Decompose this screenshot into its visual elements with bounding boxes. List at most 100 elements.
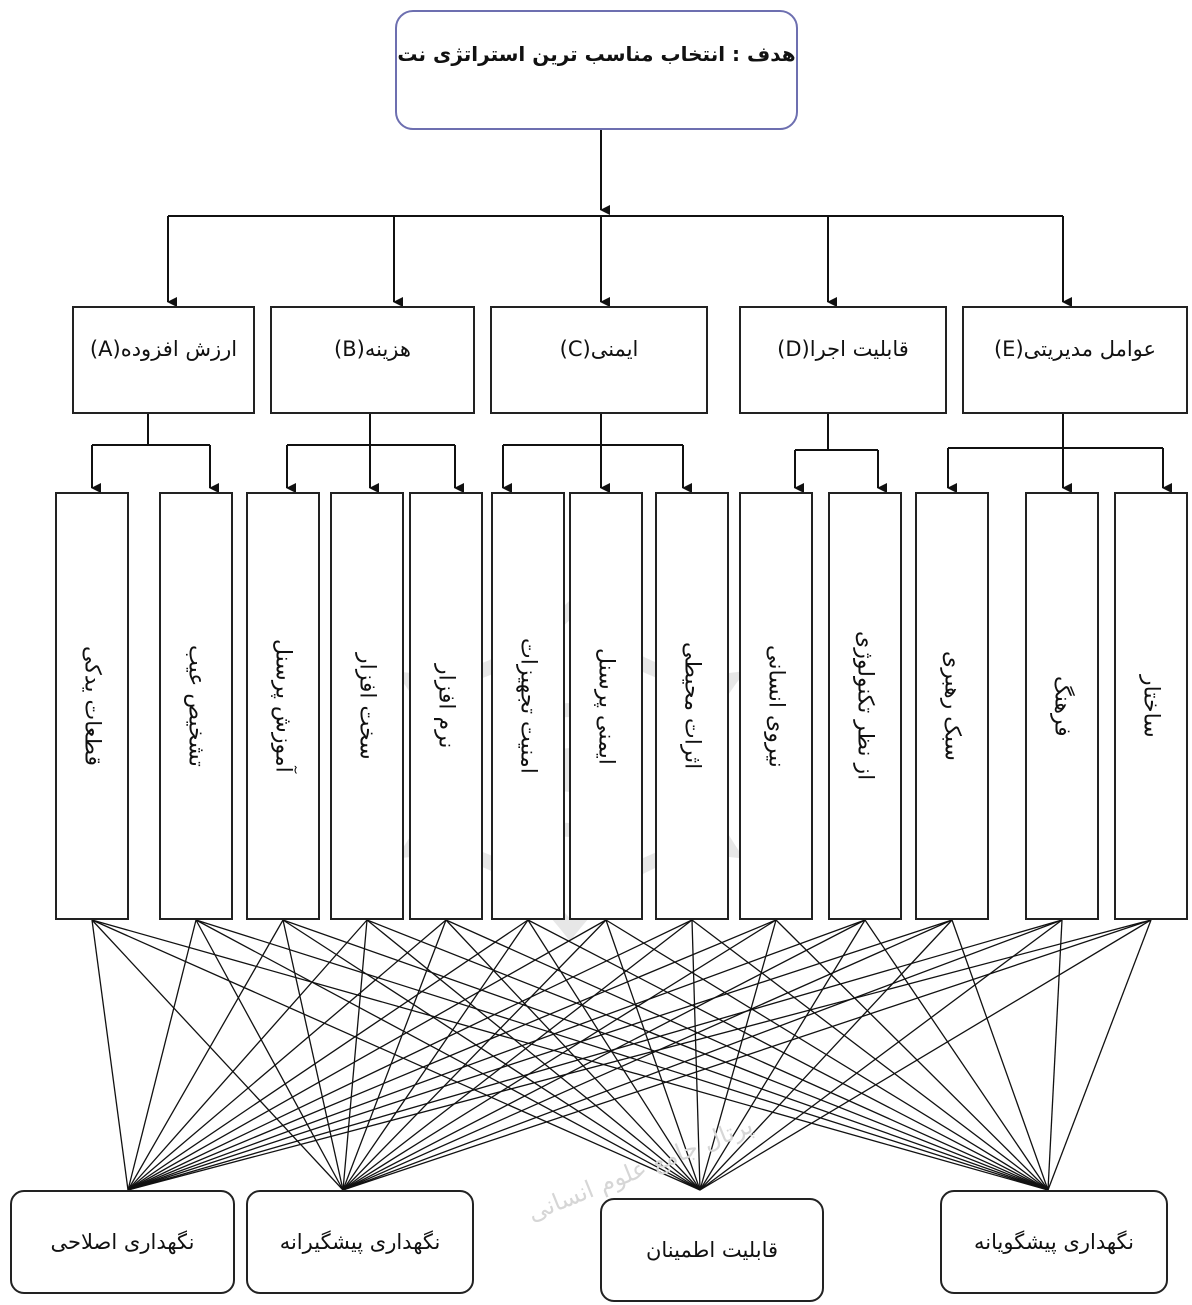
alternative-connectors <box>91 919 1152 1191</box>
subcriterion-technology: از نظر تکنولوژی <box>828 492 902 920</box>
subcriterion-structure: ساختار <box>1114 492 1188 920</box>
subcriterion-label: سبک رهبری <box>939 651 965 761</box>
mesh-line-7-3 <box>691 919 1049 1191</box>
mesh-line-11-3 <box>1047 919 1063 1191</box>
mesh-line-8-2 <box>699 919 777 1191</box>
mesh-line-6-2 <box>605 919 701 1191</box>
alternative-preventive-maintenance: نگهداری پیشگیرانه <box>246 1190 474 1294</box>
alternative-label: قابلیت اطمینان <box>645 1238 779 1262</box>
mesh-line-5-0 <box>127 919 529 1191</box>
subcriterion-label: فرهنگ <box>1049 675 1075 737</box>
subcriterion-hardware: سخت افزار <box>330 492 404 920</box>
mesh-line-10-1 <box>342 919 953 1191</box>
criterion-e-box: عوامل مدیریتی(E) <box>962 306 1188 414</box>
mesh-line-7-2 <box>691 919 701 1191</box>
mesh-line-2-3 <box>282 919 1049 1191</box>
subcriterion-environmental-effects: اثرات محیطی <box>655 492 729 920</box>
subcriterion-label: قطعات یدکی <box>79 645 105 767</box>
mesh-line-5-1 <box>342 919 529 1191</box>
mesh-line-7-1 <box>342 919 693 1191</box>
mesh-line-12-3 <box>1047 919 1152 1191</box>
mesh-line-3-3 <box>366 919 1049 1191</box>
mesh-line-12-1 <box>342 919 1152 1191</box>
criterion-c-label: ایمنی(C) <box>559 337 639 361</box>
mesh-line-8-3 <box>775 919 1049 1191</box>
mesh-line-10-3 <box>951 919 1049 1191</box>
mesh-line-0-0 <box>91 919 129 1191</box>
subcriterion-culture: فرهنگ <box>1025 492 1099 920</box>
criterion-a-box: ارزش افزوده(A) <box>72 306 255 414</box>
criterion-c-box: ایمنی(C) <box>490 306 708 414</box>
mesh-line-1-2 <box>195 919 701 1191</box>
mesh-line-3-1 <box>342 919 368 1191</box>
subcriterion-label: نیروی انسانی <box>763 644 789 768</box>
subcriterion-software: نرم افزار <box>409 492 483 920</box>
mesh-line-6-1 <box>342 919 607 1191</box>
mesh-line-3-2 <box>366 919 701 1191</box>
mesh-line-10-0 <box>127 919 953 1191</box>
criterion-b-box: هزینه(B) <box>270 306 475 414</box>
subcriterion-label: اثرات محیطی <box>679 642 705 770</box>
mesh-line-9-0 <box>127 919 866 1191</box>
subcriterion-label: ساختار <box>1138 674 1164 738</box>
alternative-label: نگهداری پیشگیرانه <box>279 1230 441 1254</box>
alternative-label: نگهداری پیشگویانه <box>974 1230 1134 1254</box>
mesh-line-11-0 <box>127 919 1063 1191</box>
alternative-reliability: قابلیت اطمینان <box>600 1198 824 1302</box>
criterion-b-label: هزینه(B) <box>334 337 411 361</box>
mesh-line-2-2 <box>282 919 701 1191</box>
subcriterion-label: تشخیص عیب <box>183 645 209 767</box>
criterion-d-label: قابلیت اجرا(D) <box>777 337 909 361</box>
mesh-line-9-2 <box>699 919 866 1191</box>
subcriterion-staff-safety: ایمنی پرسنل <box>569 492 643 920</box>
subcriterion-label: آموزش پرسنل <box>270 639 296 773</box>
mesh-line-12-2 <box>699 919 1152 1191</box>
mesh-line-12-0 <box>127 919 1152 1191</box>
criterion-d-box: قابلیت اجرا(D) <box>739 306 947 414</box>
mesh-line-9-3 <box>864 919 1049 1191</box>
mesh-line-6-0 <box>127 919 607 1191</box>
subcriterion-fault-diagnosis: تشخیص عیب <box>159 492 233 920</box>
mesh-line-2-1 <box>282 919 344 1191</box>
subcriterion-human-resources: نیروی انسانی <box>739 492 813 920</box>
mesh-line-0-1 <box>91 919 344 1191</box>
mesh-line-4-2 <box>445 919 701 1191</box>
alternative-corrective-maintenance: نگهداری اصلاحی <box>10 1190 235 1294</box>
alternative-label: نگهداری اصلاحی <box>50 1230 195 1254</box>
subcriterion-label: ایمنی پرسنل <box>593 647 619 765</box>
mesh-line-1-1 <box>195 919 344 1191</box>
mesh-line-10-2 <box>699 919 953 1191</box>
subcriterion-label: سخت افزار <box>354 652 380 760</box>
subcriterion-leadership-style: سبک رهبری <box>915 492 989 920</box>
subcriterion-label: نرم افزار <box>433 663 459 749</box>
alternative-predictive-maintenance: نگهداری پیشگویانه <box>940 1190 1168 1294</box>
tree-connectors <box>91 130 1172 493</box>
subcriterion-equipment-security: امنیت تجهیزات <box>491 492 565 920</box>
mesh-line-0-2 <box>91 919 701 1191</box>
goal-box: هدف : انتخاب مناسب ترین استراتژی نت <box>395 10 798 130</box>
mesh-line-5-3 <box>527 919 1049 1191</box>
criterion-e-label: عوامل مدیریتی(E) <box>993 337 1157 361</box>
mesh-line-9-1 <box>342 919 866 1191</box>
subcriterion-spare-parts: قطعات یدکی <box>55 492 129 920</box>
mesh-line-11-1 <box>342 919 1063 1191</box>
mesh-line-8-0 <box>127 919 777 1191</box>
mesh-line-7-0 <box>127 919 693 1191</box>
mesh-line-5-2 <box>527 919 701 1191</box>
mesh-line-0-3 <box>91 919 1049 1191</box>
mesh-line-1-3 <box>195 919 1049 1191</box>
subcriterion-staff-training: آموزش پرسنل <box>246 492 320 920</box>
subcriterion-label: امنیت تجهیزات <box>515 638 541 774</box>
criterion-a-label: ارزش افزوده(A) <box>89 337 238 361</box>
mesh-line-8-1 <box>342 919 777 1191</box>
mesh-line-6-3 <box>605 919 1049 1191</box>
mesh-line-11-2 <box>699 919 1063 1191</box>
mesh-line-1-0 <box>127 919 197 1191</box>
mesh-line-4-0 <box>127 919 447 1191</box>
subcriterion-label: از نظر تکنولوژی <box>852 631 878 781</box>
mesh-line-4-1 <box>342 919 447 1191</box>
goal-label: هدف : انتخاب مناسب ترین استراتژی نت <box>397 42 796 66</box>
mesh-line-2-0 <box>127 919 284 1191</box>
mesh-line-3-0 <box>127 919 368 1191</box>
